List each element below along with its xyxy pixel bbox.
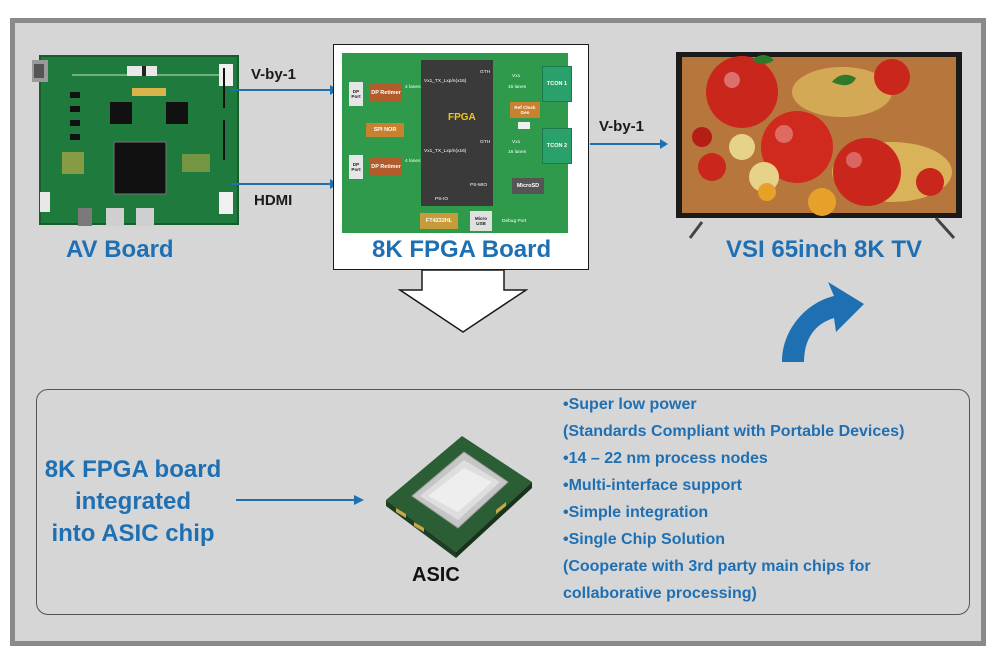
ps-mio-right-label: PS-MIO	[470, 183, 488, 188]
fpga-chip	[421, 60, 493, 206]
micro-usb-block: Micro USB	[470, 211, 492, 231]
ref-clock-block: Ref Clock Gen	[510, 102, 540, 118]
dp-port-bottom: DP Port	[349, 155, 363, 179]
debug-port-label: Debug Port	[502, 219, 527, 224]
gth-tx-top-label: GTH	[480, 70, 491, 75]
to-asic-arrow	[236, 495, 364, 505]
feature-item: (Cooperate with 3rd party main chips for	[563, 558, 871, 575]
intro-text: 8K FPGA board integrated into ASIC chip	[28, 454, 238, 550]
lanes-top-label: 4 lanes	[405, 85, 421, 90]
hdmi-input-label: HDMI	[254, 192, 293, 209]
dp-retimer-bottom: DP Retimer	[370, 158, 402, 176]
feature-item: •14 – 22 nm process nodes	[563, 450, 768, 467]
av-board-image	[32, 55, 239, 226]
tv-image	[676, 52, 962, 240]
feature-item: •Simple integration	[563, 504, 709, 521]
oscillator-component	[518, 122, 530, 129]
tcon2-block: TCON 2	[542, 128, 572, 164]
av-to-fpga-arrows	[223, 68, 338, 189]
vx1-bottom-label: Vx1	[512, 140, 521, 145]
microsd-block: MicroSD	[512, 178, 544, 194]
intro-line: integrated	[74, 488, 191, 515]
fpga-label: FPGA	[448, 112, 476, 123]
asic-chip-image	[386, 436, 532, 558]
lanes16-bottom-label: 16 lanes	[508, 150, 527, 155]
lanes16-top-label: 16 lanes	[508, 85, 527, 90]
curved-arrow-icon	[782, 282, 864, 362]
feature-item: •Multi-interface support	[563, 477, 742, 494]
lanes-bottom-label: 4 lanes	[405, 159, 421, 164]
spi-nor-block: SPI NOR	[366, 123, 404, 137]
feature-item: •Single Chip Solution	[563, 531, 726, 548]
dp-port-top: DP Port	[349, 82, 363, 106]
gth-tx-bottom-label: GTH	[480, 140, 491, 145]
tv-label: VSI 65inch 8K TV	[726, 236, 923, 263]
vby1-output-label: V-by-1	[599, 118, 645, 135]
vx1-top-label: Vx1	[512, 74, 521, 79]
av-board-label: AV Board	[66, 236, 174, 263]
dp-retimer-top: DP Retimer	[370, 84, 402, 102]
tcon1-block: TCON 1	[542, 66, 572, 102]
down-arrow-icon	[398, 270, 528, 333]
vby1-input-label: V-by-1	[251, 66, 297, 83]
feature-item: collaborative processing)	[563, 585, 757, 602]
vx1-tx-top-label: Vx1_TX_Lxp/n(x16)	[424, 79, 467, 84]
feature-item: (Standards Compliant with Portable Devic…	[563, 423, 905, 440]
asic-label: ASIC	[412, 564, 460, 586]
intro-line: 8K FPGA board	[44, 456, 222, 483]
feature-item: •Super low power	[563, 396, 697, 413]
fpga-to-tv-arrow	[590, 139, 668, 149]
vx1-tx-bottom-label: Vx1_TX_Lxp/n(x16)	[424, 149, 467, 154]
fpga-board-label: 8K FPGA Board	[372, 236, 552, 263]
ps-io-label: PS-IO	[435, 197, 449, 202]
intro-line: into ASIC chip	[51, 520, 215, 547]
ft4232hl-block: FT4232HL	[420, 213, 458, 229]
